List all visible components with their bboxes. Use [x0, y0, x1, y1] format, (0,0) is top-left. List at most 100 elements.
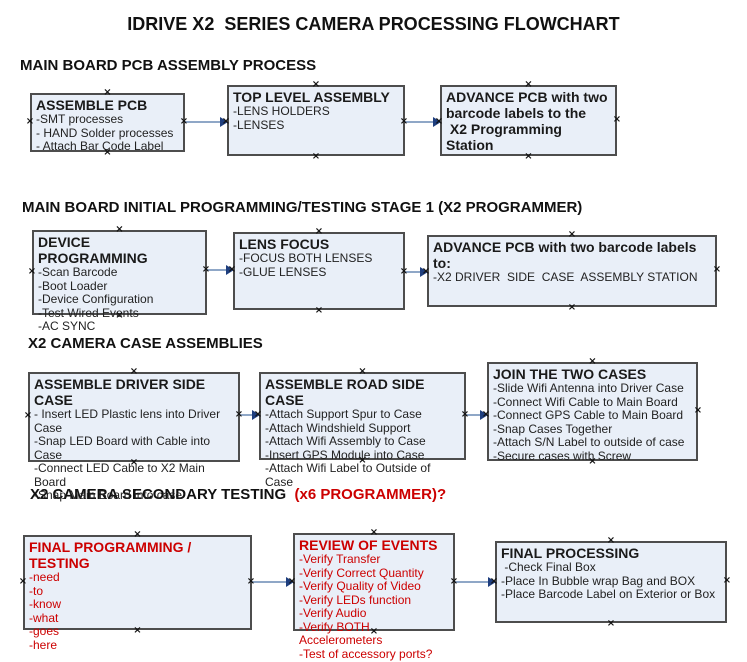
box-item: -to: [29, 583, 44, 598]
section-header-secondary-testing: X2 CAMERA SECONDARY TESTING (x6 PROGRAMM…: [30, 486, 446, 503]
box-item: -Attach Support Spur to Case: [265, 407, 422, 421]
box-title: FINAL PROCESSING: [501, 545, 640, 561]
section-header-text: X2 CAMERA SECONDARY TESTING: [30, 486, 291, 503]
flow-arrow: × ×: [202, 265, 236, 275]
arrow-line: [185, 121, 222, 123]
box-item: -Verify Correct Quantity: [299, 565, 424, 580]
box-title: ASSEMBLE DRIVER SIDE CASE: [34, 376, 210, 408]
selection-handle-icon: ×: [612, 113, 622, 125]
box-item: -LENS HOLDERS: [233, 104, 330, 118]
selection-handle-icon: ×: [524, 79, 533, 90]
flow-box-final-programming-testing: × × × FINAL PROGRAMMING / TESTING -need-…: [19, 530, 252, 651]
box-title: REVIEW OF EVENTS: [299, 537, 438, 553]
box-item: -Place In Bubble wrap Bag and BOX: [501, 573, 696, 588]
selection-handle-icon: ×: [23, 410, 33, 421]
box-item: -Connect GPS Cable to Main Board: [493, 408, 684, 422]
box-item: -LENSES: [233, 117, 285, 132]
flow-box-device-programming: × × × DEVICE PROGRAMMING -Scan Barcode-B…: [28, 225, 207, 333]
flow-arrow: × ×: [180, 117, 230, 127]
box-item: -need: [29, 570, 60, 584]
box-item: -Device Configuration: [38, 292, 154, 306]
arrow-line: [405, 271, 422, 273]
selection-handle-icon: ×: [246, 576, 256, 587]
arrowhead-icon: [252, 410, 260, 420]
selection-handle-icon: ×: [567, 229, 577, 240]
selection-handle-icon: ×: [18, 575, 28, 587]
box-items: - Insert LED Plastic lens into Driver Ca…: [34, 407, 234, 503]
selection-handle-icon: ×: [358, 366, 367, 377]
box-item: -Check Final Box: [501, 560, 596, 574]
box-item: -Slide Wifi Antenna into Driver Case: [493, 381, 684, 395]
box-items: -Verify Transfer-Verify Correct Quantity…: [299, 552, 449, 661]
box-item: -SMT processes: [36, 112, 124, 126]
box-item: -what: [29, 610, 59, 625]
selection-handle-icon: ×: [311, 79, 321, 90]
selection-handle-icon: ×: [179, 116, 189, 127]
box-item: -Test Wired Events: [38, 305, 139, 320]
flow-box-top-level-assembly: × × TOP LEVEL ASSEMBLY -LENS HOLDERS-LEN…: [227, 80, 405, 162]
flow-box-assemble-driver-side-case: × × × ASSEMBLE DRIVER SIDE CASE - Insert…: [24, 367, 240, 502]
box-item: -Verify Transfer: [299, 552, 381, 566]
box-title: ADVANCE PCB with two barcode labels to:: [433, 239, 701, 271]
selection-handle-icon: ×: [103, 147, 112, 158]
selection-handle-icon: ×: [314, 305, 324, 316]
box-item: -Snap LED Board with Cable into Case: [34, 434, 214, 462]
selection-handle-icon: ×: [133, 625, 142, 636]
flow-arrow: × ×: [235, 410, 262, 420]
arrowhead-icon: [488, 577, 496, 587]
selection-handle-icon: ×: [481, 409, 491, 420]
box-item: -Verify Audio: [299, 606, 367, 620]
box-items: -SMT processes- HAND Solder processes- A…: [36, 112, 179, 154]
box-item: -AC SYNC: [38, 319, 96, 333]
section-header-initial-programming: MAIN BOARD INITIAL PROGRAMMING/TESTING S…: [22, 199, 583, 216]
flow-box-join-the-two-cases: × × × JOIN THE TWO CASES -Slide Wifi Ant…: [487, 357, 702, 467]
selection-handle-icon: ×: [567, 302, 577, 313]
box-items: -LENS HOLDERS-LENSES: [233, 104, 399, 132]
box-item: -Boot Loader: [38, 278, 108, 293]
selection-handle-icon: ×: [115, 310, 124, 321]
selection-handle-icon: ×: [449, 576, 459, 587]
box-title: ASSEMBLE PCB: [36, 97, 148, 113]
box-item: -Attach Wifi Label to Outside of Case: [265, 461, 434, 489]
selection-handle-icon: ×: [133, 529, 142, 540]
flow-arrow: × ×: [461, 410, 490, 420]
box-items: -need-to-know-what-goes-here: [29, 570, 246, 652]
selection-handle-icon: ×: [434, 116, 444, 127]
selection-handle-icon: ×: [253, 409, 263, 420]
selection-handle-icon: ×: [227, 264, 237, 275]
box-item: -goes: [29, 624, 60, 638]
box-item: -FOCUS BOTH LENSES: [239, 251, 373, 265]
flow-arrow: × ×: [450, 577, 498, 587]
flow-box-assemble-road-side-case: × × ASSEMBLE ROAD SIDE CASE -Attach Supp…: [259, 367, 466, 488]
box-item: -Test of accessory ports?: [299, 646, 433, 661]
arrowhead-icon: [226, 265, 234, 275]
box-item: -GLUE LENSES: [239, 264, 327, 279]
arrow-line: [240, 414, 254, 416]
selection-handle-icon: ×: [369, 527, 379, 538]
selection-handle-icon: ×: [524, 151, 533, 162]
box-title: JOIN THE TWO CASES: [493, 366, 647, 382]
selection-handle-icon: ×: [722, 575, 732, 586]
box-item: -Verify Quality of Video: [299, 579, 421, 593]
box-item: -Verify LEDs function: [299, 592, 412, 607]
arrow-line: [455, 581, 490, 583]
box-item: -Scan Barcode: [38, 265, 118, 279]
flow-box-review-of-events: × × REVIEW OF EVENTS -Verify Transfer-Ve…: [293, 528, 455, 660]
box-item: - HAND Solder processes: [36, 125, 174, 140]
box-item: -here: [29, 637, 58, 652]
selection-handle-icon: ×: [25, 115, 35, 127]
selection-handle-icon: ×: [27, 265, 37, 277]
box-title: DEVICE PROGRAMMING: [38, 234, 148, 266]
selection-handle-icon: ×: [129, 366, 139, 377]
box-items: -Check Final Box-Place In Bubble wrap Ba…: [501, 560, 721, 602]
arrow-line: [207, 269, 228, 271]
box-item: -Secure cases with Screw: [493, 448, 632, 463]
selection-handle-icon: ×: [314, 226, 324, 237]
arrow-line: [405, 121, 435, 123]
selection-handle-icon: ×: [221, 116, 231, 127]
selection-handle-icon: ×: [606, 618, 616, 629]
flow-arrow: × ×: [400, 267, 430, 277]
selection-handle-icon: ×: [358, 455, 367, 466]
flow-box-assemble-pcb: × × × ASSEMBLE PCB -SMT processes- HAND …: [26, 88, 185, 158]
